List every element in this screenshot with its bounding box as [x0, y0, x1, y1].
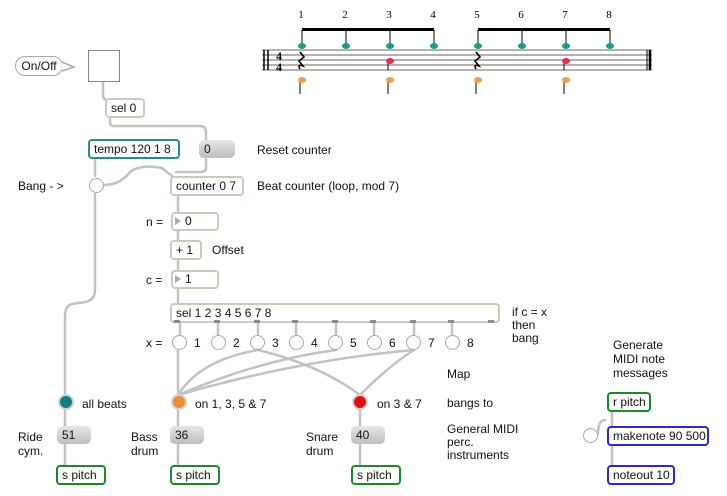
bubble-pointer [61, 61, 77, 72]
onoff-comment: On/Off [15, 56, 63, 76]
outlet-mark [448, 320, 454, 323]
outlet-mark [488, 320, 494, 323]
x-label-1: 1 [194, 336, 201, 350]
beat-number: 4 [430, 9, 436, 21]
x-label-5: 5 [350, 336, 357, 350]
snare-label: Snare drum [306, 430, 339, 458]
c-number-box[interactable]: 1 [171, 270, 219, 289]
outlet-mark [370, 320, 376, 323]
onoff-toggle[interactable] [88, 50, 120, 82]
tempo-object[interactable]: tempo 120 1 8 [88, 139, 180, 159]
triangle-icon [175, 217, 181, 225]
svg-text:4: 4 [276, 60, 282, 74]
offset-label: Offset [212, 243, 244, 257]
bass-bang[interactable] [171, 394, 187, 410]
n-label: n = [146, 215, 164, 229]
n-value: 0 [185, 214, 192, 228]
triangle-icon [175, 275, 181, 283]
noteout-object[interactable]: noteout 10 [607, 465, 675, 485]
sel-list-object[interactable]: sel 1 2 3 4 5 6 7 8 [170, 303, 500, 323]
send-pitch-ride[interactable]: s pitch [56, 465, 106, 485]
outlet-mark [292, 320, 298, 323]
x-label: x = [146, 336, 163, 350]
bang-button[interactable] [89, 178, 104, 193]
generate-label: Generate MIDI note messages [613, 338, 668, 380]
c-label: c = [146, 273, 163, 287]
makenote-bang[interactable] [583, 428, 598, 443]
outlet-mark [410, 320, 416, 323]
x-bang-3[interactable] [250, 335, 265, 350]
snare-bang[interactable] [352, 394, 368, 410]
map-label: Map [447, 367, 471, 381]
beat-number: 3 [386, 9, 392, 21]
if-label: if c = x then bang [512, 305, 548, 345]
rhythm-score: 4 4 [262, 9, 652, 94]
x-label-3: 3 [272, 336, 279, 350]
x-bang-7[interactable] [406, 335, 421, 350]
x-label-6: 6 [389, 336, 396, 350]
reset-label: Reset counter [257, 143, 332, 157]
ride-message[interactable]: 51 [57, 426, 91, 444]
outlet-mark [214, 320, 220, 323]
beat-number: 2 [342, 9, 348, 21]
bang-label: Bang - > [18, 179, 64, 193]
beat-number: 6 [518, 9, 524, 21]
snare-message[interactable]: 40 [351, 426, 385, 444]
n-number-box[interactable]: 0 [171, 212, 219, 231]
makenote-object[interactable]: makenote 90 500 [607, 426, 709, 446]
x-bang-5[interactable] [328, 335, 343, 350]
send-pitch-bass[interactable]: s pitch [170, 465, 220, 485]
beat-number: 8 [606, 9, 612, 21]
x-label-7: 7 [428, 336, 435, 350]
x-bang-2[interactable] [211, 335, 226, 350]
ride-label: Ride cym. [18, 430, 44, 458]
c-value: 1 [185, 272, 192, 286]
x-bang-6[interactable] [367, 335, 382, 350]
snare-bang-label: on 3 & 7 [377, 397, 422, 411]
x-bang-4[interactable] [289, 335, 304, 350]
reset-message[interactable]: 0 [199, 140, 235, 158]
all-beats-label: all beats [82, 397, 127, 411]
x-label-2: 2 [233, 336, 240, 350]
gm-label: General MIDI perc. instruments [447, 422, 519, 462]
receive-pitch[interactable]: r pitch [607, 392, 651, 412]
outlet-mark [254, 320, 260, 323]
all-beats-bang[interactable] [58, 394, 74, 410]
bass-message[interactable]: 36 [170, 426, 204, 444]
outlet-mark [174, 320, 180, 323]
sel-0-object[interactable]: sel 0 [105, 98, 145, 118]
x-bang-8[interactable] [445, 335, 460, 350]
beat-number: 7 [562, 9, 568, 21]
x-label-4: 4 [311, 336, 318, 350]
bass-bang-label: on 1, 3, 5 & 7 [195, 397, 267, 411]
counter-object[interactable]: counter 0 7 [170, 176, 244, 196]
bass-label: Bass drum [131, 430, 159, 458]
outlet-mark [332, 320, 338, 323]
svg-text:4: 4 [276, 49, 282, 63]
x-bang-1[interactable] [172, 335, 187, 350]
counter-label: Beat counter (loop, mod 7) [257, 179, 400, 193]
beat-number: 1 [298, 9, 304, 21]
bangs-to-label: bangs to [447, 396, 494, 410]
send-pitch-snare[interactable]: s pitch [351, 465, 401, 485]
x-label-8: 8 [467, 336, 474, 350]
beat-number: 5 [474, 9, 480, 21]
plus-one-object[interactable]: + 1 [170, 240, 202, 260]
